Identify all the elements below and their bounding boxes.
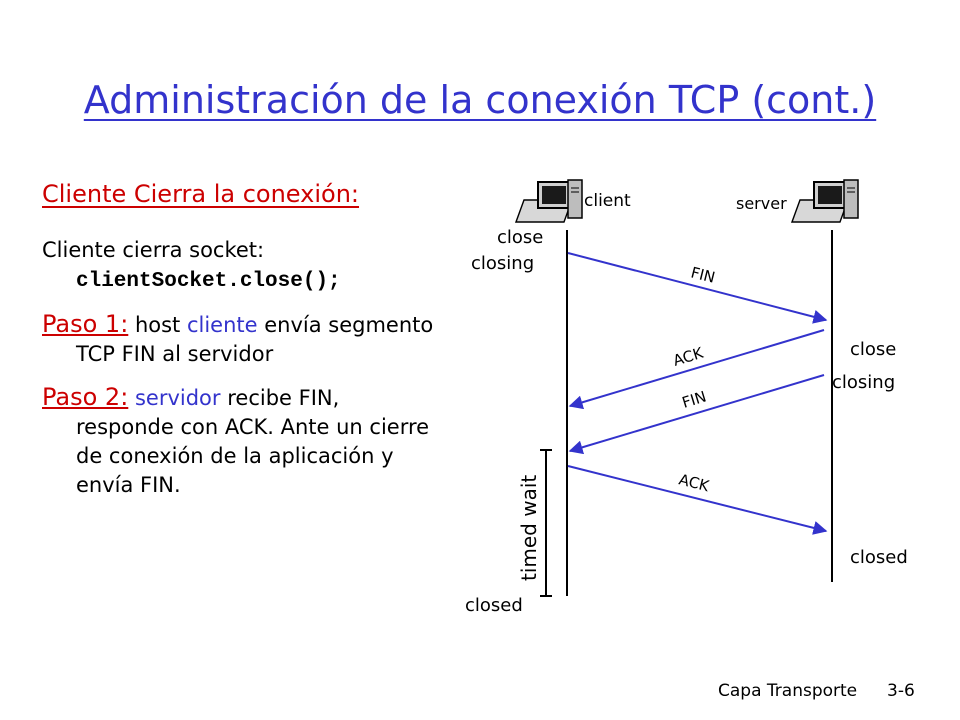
server-close-label: close [850,339,896,360]
step1-post: envía segmento TCP FIN al servidor [76,313,434,366]
server-closed-label: closed [850,547,908,568]
fin-label-1: FIN [689,263,717,286]
fin-arrow-client-to-server [567,252,828,324]
step2-server: servidor [134,386,221,410]
server-label: server [736,194,787,213]
step1-label: Paso 1: [42,310,129,338]
timed-wait-label: timed wait [517,475,541,581]
socket-paragraph: Cliente cierra socket: clientSocket.clos… [42,236,442,296]
step1-pre: host [128,313,187,337]
client-close-label: close [497,227,543,248]
ack-arrow-server-to-client [568,329,825,410]
client-closing-label: closing [471,253,534,274]
left-text-panel: Cliente Cierra la conexión: Cliente cier… [42,180,442,514]
client-closed-label: closed [465,595,523,616]
step2-paragraph: Paso 2: servidor recibe FIN, responde co… [42,383,442,500]
client-label: client [584,191,631,211]
footer-page-number: 3-6 [887,681,915,701]
computer-icon [514,179,583,223]
step1-paragraph: Paso 1: host cliente envía segmento TCP … [42,310,442,369]
step1-client: cliente [186,313,258,337]
section-subhead: Cliente Cierra la conexión: [42,180,360,208]
socket-text: Cliente cierra socket: [42,238,265,262]
socket-code: clientSocket.close(); [76,270,341,293]
ack-arrow-client-to-server [567,465,828,535]
fin-arrow-server-to-client [568,374,825,455]
ack-label-2: ACK [677,470,712,495]
page-title: Administración de la conexión TCP (cont.… [83,78,877,122]
step2-label: Paso 2: [42,383,129,411]
server-closing-label: closing [832,372,895,393]
footer-course: Capa Transporte [718,681,858,701]
step2-post: recibe FIN, responde con ACK. Ante un ci… [76,386,430,497]
computer-icon [790,179,859,223]
fin-label-2: FIN [680,388,708,412]
